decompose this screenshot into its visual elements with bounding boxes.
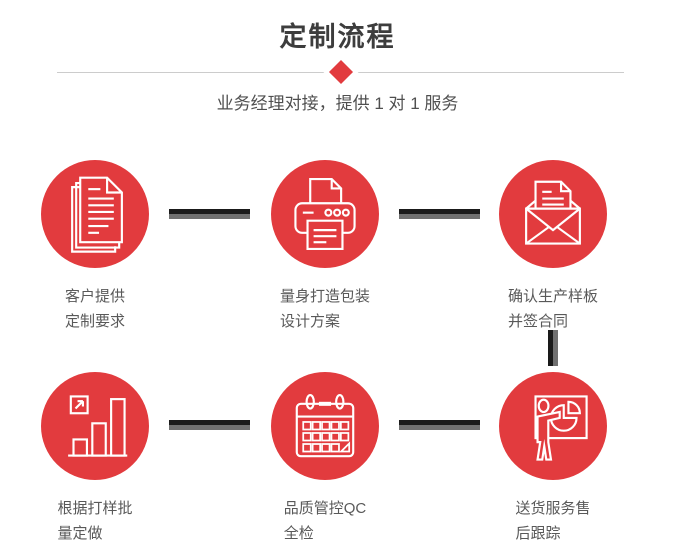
calendar-icon xyxy=(295,394,355,458)
documents-icon xyxy=(71,176,123,253)
page-subtitle: 业务经理对接，提供 1 对 1 服务 xyxy=(216,94,459,113)
step-batch-production: 根据打样批 量定做 xyxy=(41,372,149,542)
section-divider xyxy=(57,59,624,85)
connector-step5-step6 xyxy=(399,420,480,430)
step-circle xyxy=(41,160,149,268)
step-circle xyxy=(41,372,149,480)
diamond-icon xyxy=(328,59,353,85)
step-label: 根据打样批 量定做 xyxy=(57,500,133,542)
step-confirm-sample-contract: 确认生产样板 并签合同 xyxy=(499,160,607,330)
step-circle xyxy=(499,372,607,480)
step-circle xyxy=(271,372,379,480)
step-label: 确认生产样板 并签合同 xyxy=(507,288,599,330)
connector-step2-step3 xyxy=(399,209,480,219)
step-packaging-design: 量身打造包装 设计方案 xyxy=(271,160,379,330)
step-label: 送货服务售 后跟踪 xyxy=(515,500,591,542)
step-label: 品质管控QC 全检 xyxy=(283,500,367,542)
step-circle xyxy=(271,160,379,268)
step-label: 量身打造包装 设计方案 xyxy=(279,288,371,330)
step-quality-control: 品质管控QC 全检 xyxy=(271,372,379,542)
envelope-icon xyxy=(525,180,581,245)
step-customer-requirements: 客户提供 定制要求 xyxy=(41,160,149,330)
step-circle xyxy=(499,160,607,268)
connector-step1-step2 xyxy=(169,209,250,219)
step-label: 客户提供 定制要求 xyxy=(64,288,126,330)
page-title: 定制流程 xyxy=(279,22,396,52)
presentation-icon xyxy=(534,395,588,461)
connector-step3-step6 xyxy=(548,330,558,366)
bar-chart-icon xyxy=(68,395,128,457)
connector-step4-step5 xyxy=(169,420,250,430)
printer-icon xyxy=(294,177,356,251)
step-delivery-after-sales: 送货服务售 后跟踪 xyxy=(499,372,607,542)
